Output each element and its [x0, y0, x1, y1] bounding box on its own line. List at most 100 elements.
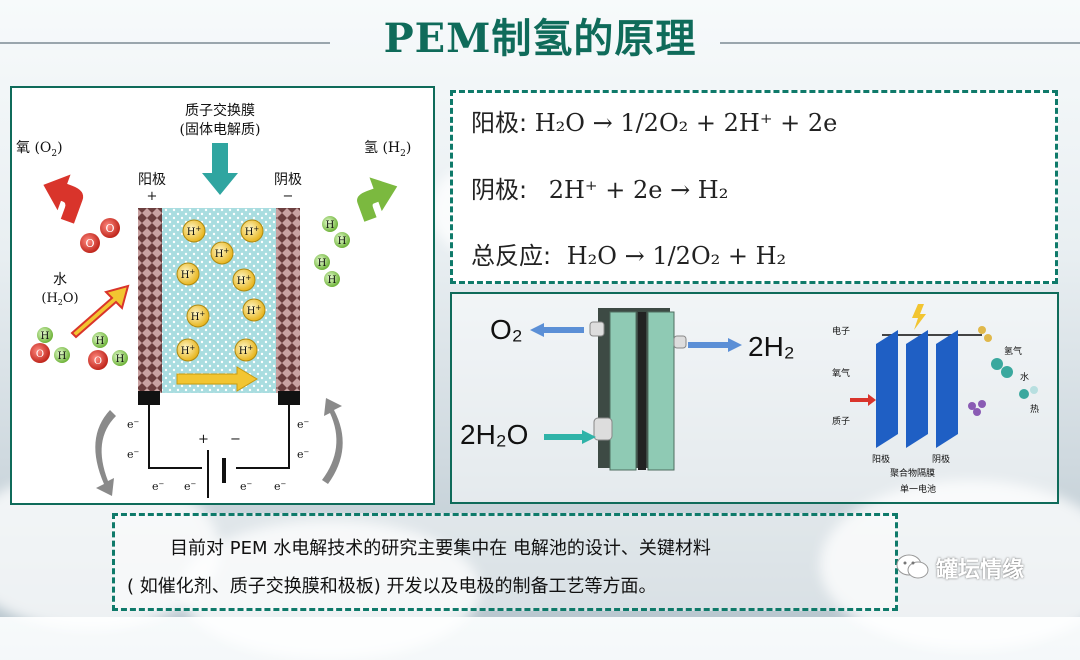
svg-text:e−: e−: [274, 480, 287, 493]
anode-equation: 阳极: H₂O → 1/2O₂ + 2H⁺ + 2e: [471, 103, 837, 138]
svg-text:H: H: [41, 331, 50, 342]
title-rule-left: [0, 42, 330, 44]
cathode-sign: −: [283, 189, 294, 204]
cell-electron-label: 电子: [832, 325, 850, 337]
inlet-fitting: [589, 321, 605, 337]
inlet-fitting: [593, 417, 613, 441]
stack-plate: [647, 311, 675, 471]
svg-text:H+: H+: [181, 268, 196, 281]
svg-text:H+: H+: [215, 247, 230, 260]
stack-plate: [638, 312, 646, 470]
svg-text:H+: H+: [191, 310, 206, 323]
svg-text:H: H: [338, 236, 347, 247]
hydrogen-label: 氢 (H2): [364, 140, 411, 159]
single-cell-schematic: 电子 氧气 质子 氢气 水 热 阳极 阴极 聚合物隔膜 单一电池: [832, 304, 1039, 495]
cathode-label: 阴极: [274, 172, 302, 188]
svg-text:O: O: [105, 222, 114, 235]
electron-labels: e− e− e− e− e− e− e− e−: [127, 418, 310, 493]
battery-plus: +: [198, 432, 209, 447]
proton: H+: [210, 241, 234, 265]
h2o-label: 2H₂O: [460, 419, 528, 450]
cell-anode-label: 阳极: [872, 453, 890, 465]
anode-terminal: [138, 391, 160, 405]
electrolyzer-illustration: O₂ 2H₂ 2H₂O 电子 氧气 质子 氢气 水 热 阳极 阴极: [460, 304, 1039, 495]
membrane-sublabel: (固体电解质): [180, 122, 261, 138]
svg-text:H: H: [116, 354, 125, 365]
cell-cathode-label: 阴极: [932, 453, 950, 465]
electrolyzer-image-panel: O₂ 2H₂ 2H₂O 电子 氧气 质子 氢气 水 热 阳极 阴极: [450, 292, 1059, 504]
cathode-terminal: [278, 391, 300, 405]
svg-text:e−: e−: [297, 448, 310, 461]
proton: H+: [232, 268, 256, 292]
svg-text:e−: e−: [127, 418, 140, 431]
h2-label: 2H₂: [748, 331, 795, 362]
anode-sign: +: [147, 189, 158, 204]
research-note-panel: 目前对 PEM 水电解技术的研究主要集中在 电解池的设计、关键材料 ( 如催化剂…: [112, 513, 898, 611]
anode-label: 阳极: [138, 172, 166, 188]
anode-plate: [876, 330, 898, 448]
proton: H+: [234, 338, 258, 362]
watermark-text: 罐坛情缘: [936, 558, 1025, 583]
cell-heat-label: 热: [1030, 403, 1039, 415]
svg-text:H+: H+: [245, 225, 260, 238]
svg-text:O: O: [36, 349, 44, 360]
anode-electrode: [138, 208, 162, 393]
water-in-arrow: [70, 284, 130, 339]
note-line-1: 目前对 PEM 水电解技术的研究主要集中在 电解池的设计、关键材料: [170, 538, 711, 559]
cell-water-label: 水: [1020, 371, 1029, 383]
svg-text:H+: H+: [237, 274, 252, 287]
total-equation-expr: H₂O → 1/2O₂ + H₂: [566, 242, 787, 270]
cathode-equation-label: 阴极:: [471, 176, 528, 204]
o2-label: O₂: [490, 314, 523, 345]
proton: H+: [186, 304, 210, 328]
electron-flow-arrow-left: [95, 410, 116, 496]
svg-text:e−: e−: [297, 418, 310, 431]
svg-text:O: O: [94, 356, 102, 367]
proton: H+: [176, 262, 200, 286]
cell-single-label: 单一电池: [900, 483, 936, 495]
membrane-plate: [906, 330, 928, 448]
hydrogen-out-arrow: [357, 177, 398, 222]
cell-oxygen-label: 氧气: [832, 367, 850, 379]
proton: H+: [242, 298, 266, 322]
battery-minus: −: [230, 432, 241, 447]
proton-group: H+ H+ H+ H+ H+ H+ H+ H+ H+: [176, 219, 266, 362]
membrane-label: 质子交换膜: [185, 102, 255, 119]
proton: H+: [240, 219, 264, 243]
electrolysis-diagram: 质子交换膜 (固体电解质) 氧 (O2) 氢 (H2) 阳极 + 阴极 − H+…: [16, 102, 411, 498]
note-line-2: ( 如催化剂、质子交换膜和极板) 开发以及电极的制备工艺等方面。: [127, 576, 657, 597]
water-label: 水: [53, 272, 67, 288]
cell-hydrogen-label: 氢气: [1004, 345, 1022, 357]
svg-text:H+: H+: [239, 344, 254, 357]
svg-text:e−: e−: [184, 480, 197, 493]
title-rule-right: [720, 42, 1080, 44]
outlet-fitting: [673, 335, 687, 349]
cathode-equation: 阴极: 2H⁺ + 2e → H₂: [471, 170, 728, 205]
hydrogen-molecule: H H: [322, 216, 350, 248]
svg-text:H+: H+: [187, 225, 202, 238]
svg-text:e−: e−: [127, 448, 140, 461]
svg-text:H: H: [58, 351, 67, 362]
water-molecule: H O H: [88, 332, 128, 370]
proton: H+: [176, 338, 200, 362]
h2-arrow: [688, 338, 742, 352]
oxygen-out-arrow: [43, 174, 84, 224]
reaction-equations-panel: 阳极: H₂O → 1/2O₂ + 2H⁺ + 2e 阴极: 2H⁺ + 2e …: [450, 90, 1058, 284]
oxygen-molecule: O O: [80, 218, 120, 253]
svg-text:H+: H+: [247, 304, 262, 317]
total-equation-label: 总反应:: [471, 242, 552, 270]
electron-flow-arrow-right: [322, 398, 343, 484]
wechat-icon: [896, 554, 929, 579]
svg-text:H: H: [96, 336, 105, 347]
oxygen-label: 氧 (O2): [16, 140, 63, 159]
cell-proton-label: 质子: [832, 415, 850, 427]
svg-text:e−: e−: [240, 480, 253, 493]
cell-membrane-label: 聚合物隔膜: [890, 467, 935, 479]
membrane-arrow: [202, 143, 238, 195]
svg-text:H+: H+: [181, 344, 196, 357]
water-molecule: H O H: [30, 327, 70, 363]
anode-equation-label: 阳极:: [471, 109, 528, 137]
page-title: PEM制氢的原理: [383, 15, 697, 62]
anode-equation-expr: H₂O → 1/2O₂ + 2H⁺ + 2e: [534, 109, 838, 137]
electrolysis-diagram-panel: 质子交换膜 (固体电解质) 氧 (O2) 氢 (H2) 阳极 + 阴极 − H+…: [10, 86, 435, 505]
